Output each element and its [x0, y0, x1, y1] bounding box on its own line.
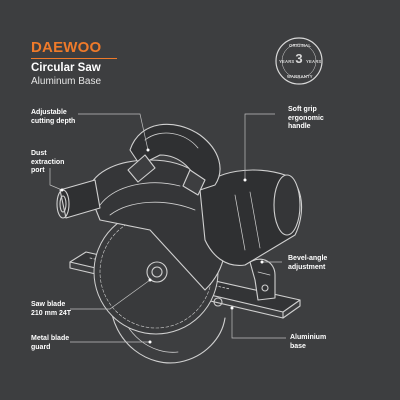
leader-cutting-depth — [78, 113, 149, 151]
callout-handle-line1: Soft grip — [288, 106, 317, 113]
callout-handle-line3: handle — [288, 123, 311, 130]
callout-blade-line1: Saw blade — [31, 301, 66, 308]
badge-bottom-text: WARRANTY — [287, 74, 313, 79]
dust-extraction-port — [59, 179, 101, 219]
leader-base — [231, 308, 286, 339]
badge-top-text: ORIGINAL — [289, 43, 312, 48]
leader-dust-port — [49, 168, 63, 191]
title-divider — [31, 58, 117, 59]
callout-guard-line1: Metal blade — [31, 335, 70, 342]
callout-cutting-depth: Adjustable cutting depth — [31, 109, 75, 126]
callout-dust-port-line3: port — [31, 167, 45, 174]
callout-guard: Metal blade guard — [31, 335, 69, 352]
soft-grip-handle — [129, 123, 221, 191]
callout-base-line1: Aluminium — [290, 334, 327, 341]
callout-base-line2: base — [290, 342, 306, 350]
warranty-badge-icon — [275, 37, 323, 85]
callout-blade: Saw blade 210 mm 24T — [31, 301, 71, 318]
callout-cutting-depth-line1: Adjustable — [31, 109, 67, 116]
callout-dust-port: Dust extraction port — [31, 150, 64, 176]
callout-blade-line2: 210 mm 24T — [31, 309, 72, 317]
callout-handle: Soft grip ergonomic handle — [288, 106, 324, 132]
leader-blade — [70, 279, 151, 310]
product-title: Circular Saw — [31, 62, 101, 74]
leader-handle — [244, 113, 275, 180]
badge-right-text: YEARS — [306, 59, 322, 64]
callout-handle-line2: ergonomic — [288, 114, 324, 122]
product-subtitle: Aluminum Base — [31, 76, 102, 87]
brand-logo: DAEWOO — [31, 39, 102, 56]
callout-base: Aluminium base — [290, 334, 326, 351]
callout-bevel: Bevel-angle adjustment — [288, 255, 327, 272]
callout-cutting-depth-line2: cutting depth — [31, 117, 76, 125]
bevel-angle-bracket — [249, 258, 276, 301]
callout-guard-line2: guard — [31, 343, 51, 351]
metal-blade-guard — [109, 299, 226, 364]
badge-left-text: YEARS — [279, 59, 295, 64]
callout-dust-port-line1: Dust — [31, 150, 47, 157]
badge-years-number: 3 — [295, 51, 303, 66]
callout-dust-port-line2: extraction — [31, 158, 65, 166]
depth-adjust-lever — [127, 154, 156, 183]
callout-bevel-line2: adjustment — [288, 263, 326, 271]
callout-bevel-line1: Bevel-angle — [288, 255, 328, 262]
blade-arbor-nut — [146, 261, 168, 283]
